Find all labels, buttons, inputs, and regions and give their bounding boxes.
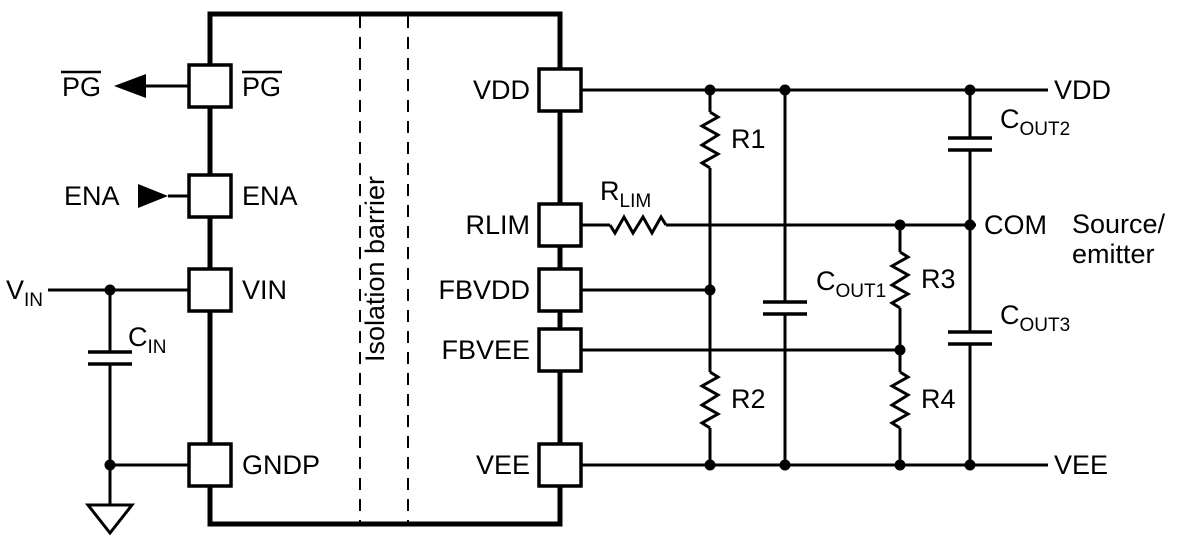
r3-label: R3 (921, 264, 956, 294)
cin-label-sub: IN (148, 337, 167, 358)
vdd-rail: VDD (581, 75, 1111, 105)
junction-dot-vee-cout3 (964, 459, 976, 471)
cout3-label-sub: OUT3 (1020, 315, 1071, 336)
ena-input-arrow-icon (138, 184, 168, 208)
pin-label-vee: VEE (476, 450, 530, 480)
resistor-rlim (608, 213, 668, 237)
resistor-r3 (888, 250, 912, 310)
pin-label-vdd: VDD (473, 75, 530, 105)
pin-square-ena (187, 173, 233, 219)
gndp-net (84, 459, 189, 536)
pin-square-rlim (537, 202, 583, 248)
load-label-line2: emitter (1072, 239, 1155, 269)
pin-label-fbvee: FBVEE (441, 335, 530, 365)
vin-net: VIN CIN (6, 275, 189, 465)
resistor-r2 (698, 370, 722, 430)
cout1-label-main: C (816, 266, 836, 296)
cout1-branch: COUT1 (763, 90, 886, 465)
cout2-label-main: C (1000, 104, 1020, 134)
rlim-label-main: R (600, 176, 620, 206)
ground-symbol-icon (84, 503, 136, 536)
r1-branch: R1 (698, 90, 766, 290)
ena-external-label: ENA (64, 181, 120, 211)
cin-label: CIN (128, 322, 167, 358)
r3-branch: R3 (888, 225, 956, 350)
rlim-net: RLIM (581, 176, 976, 237)
fbvee-net (581, 344, 906, 356)
r4-label: R4 (921, 384, 956, 414)
vin-label-main: V (6, 275, 24, 305)
pin-label-vin: VIN (242, 275, 287, 305)
vee-rail: VEE (581, 450, 1108, 480)
pin-square-vdd (537, 67, 583, 113)
pin-square-gndp (187, 442, 233, 488)
pin-label-gndp: GNDP (242, 450, 320, 480)
cout2-branch: COUT2 (948, 90, 1070, 225)
cin-label-main: C (128, 322, 148, 352)
fbvdd-net (581, 284, 716, 296)
pg-output-arrow-icon (114, 74, 146, 98)
resistor-r1 (698, 110, 722, 170)
vee-rail-label: VEE (1054, 450, 1108, 480)
pin-label-pg: PG (242, 72, 281, 102)
vin-label-sub: IN (24, 290, 43, 311)
pin-square-vin (187, 267, 233, 313)
cout1-label: COUT1 (816, 266, 886, 302)
rlim-label: RLIM (600, 176, 651, 212)
vdd-rail-label: VDD (1054, 75, 1111, 105)
resistor-r4 (888, 370, 912, 430)
pg-external-label: PG (62, 72, 101, 102)
pin-square-pg (187, 63, 233, 109)
isolation-barrier: Isolation barrier (359, 16, 409, 522)
pin-label-rlim: RLIM (465, 210, 530, 240)
junction-dot-vee-r4 (894, 459, 906, 471)
ena-input-net: ENA (64, 181, 189, 211)
vin-external-label: VIN (6, 275, 43, 311)
isolation-barrier-label: Isolation barrier (360, 176, 390, 362)
junction-dot-vee-r2 (704, 459, 716, 471)
load-label-line1: Source/ (1072, 209, 1166, 239)
pg-output-net: PG (61, 70, 189, 102)
cout2-label: COUT2 (1000, 104, 1070, 140)
pin-square-vee (537, 442, 583, 488)
cout3-label-main: C (1000, 300, 1020, 330)
r1-label: R1 (731, 124, 766, 154)
rlim-label-sub: LIM (620, 191, 652, 212)
pin-square-fbvee (537, 327, 583, 373)
com-label: COM (984, 210, 1047, 240)
pin-label-ena: ENA (242, 181, 298, 211)
pin-square-fbvdd (537, 267, 583, 313)
r4-branch: R4 (888, 350, 956, 465)
cout3-label: COUT3 (1000, 300, 1070, 336)
cout1-label-sub: OUT1 (836, 281, 887, 302)
cout2-label-sub: OUT2 (1020, 119, 1071, 140)
cout3-branch: COUT3 (948, 225, 1070, 465)
left-pins: PG ENA VIN GNDP (187, 63, 320, 488)
com-node: COM Source/ emitter (964, 209, 1166, 269)
pin-label-fbvdd: FBVDD (438, 275, 530, 305)
r2-branch: R2 (698, 290, 766, 465)
r2-label: R2 (731, 384, 766, 414)
junction-dot-vee-cout1 (779, 459, 791, 471)
